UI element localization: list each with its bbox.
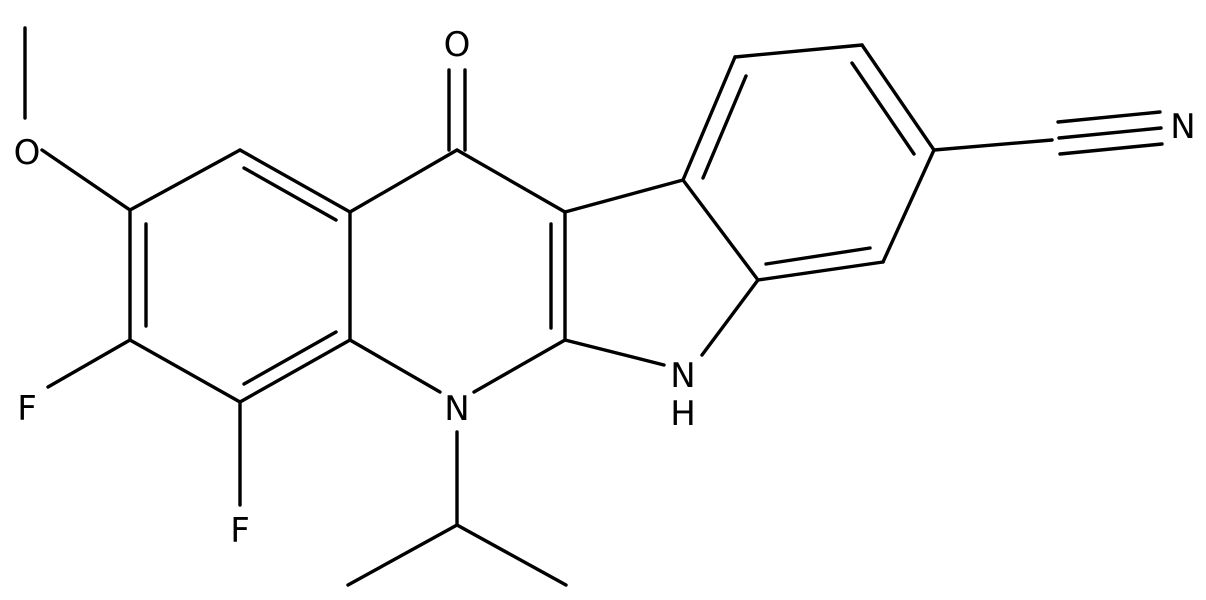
bond-16 [472, 338, 567, 394]
bond-8 [242, 166, 338, 222]
bond-34 [850, 61, 916, 156]
bond-25 [563, 338, 666, 367]
atom-O-methoxy: O [14, 133, 41, 173]
bond-14 [455, 148, 567, 214]
bond-29 [733, 43, 864, 59]
bond-37 [1056, 110, 1162, 124]
bond-31 [881, 148, 936, 264]
bond-39 [1058, 142, 1164, 156]
bond-35 [764, 246, 872, 266]
bond-36 [932, 138, 1054, 152]
bond-5 [238, 338, 352, 404]
bond-2 [128, 148, 242, 212]
atom-N-nitrile: N [1170, 107, 1195, 147]
bond-22 [346, 523, 459, 587]
bond-28 [681, 55, 737, 182]
bond-38 [1057, 126, 1163, 140]
bond-1 [40, 148, 132, 212]
bond-24 [563, 178, 685, 214]
bond-3 [238, 148, 352, 214]
bond-32 [756, 260, 885, 282]
bond-9 [242, 330, 338, 386]
bond-13 [348, 148, 459, 214]
bond-6 [128, 338, 242, 404]
bond-23 [455, 523, 568, 587]
atom-F-upper: F [17, 389, 37, 429]
atom-N-ring: N [444, 389, 469, 429]
bond-30 [860, 43, 936, 152]
atom-N-indole: N [670, 356, 695, 396]
bond-15 [348, 338, 442, 394]
atom-O-carbonyl: O [444, 25, 471, 65]
atom-H-indole: H [670, 394, 696, 434]
bond-11 [46, 338, 132, 389]
bond-27 [681, 178, 760, 282]
bond-26 [700, 278, 760, 357]
bond-33 [701, 74, 748, 180]
atom-F-lower: F [230, 511, 250, 551]
bonds [23, 26, 1164, 587]
